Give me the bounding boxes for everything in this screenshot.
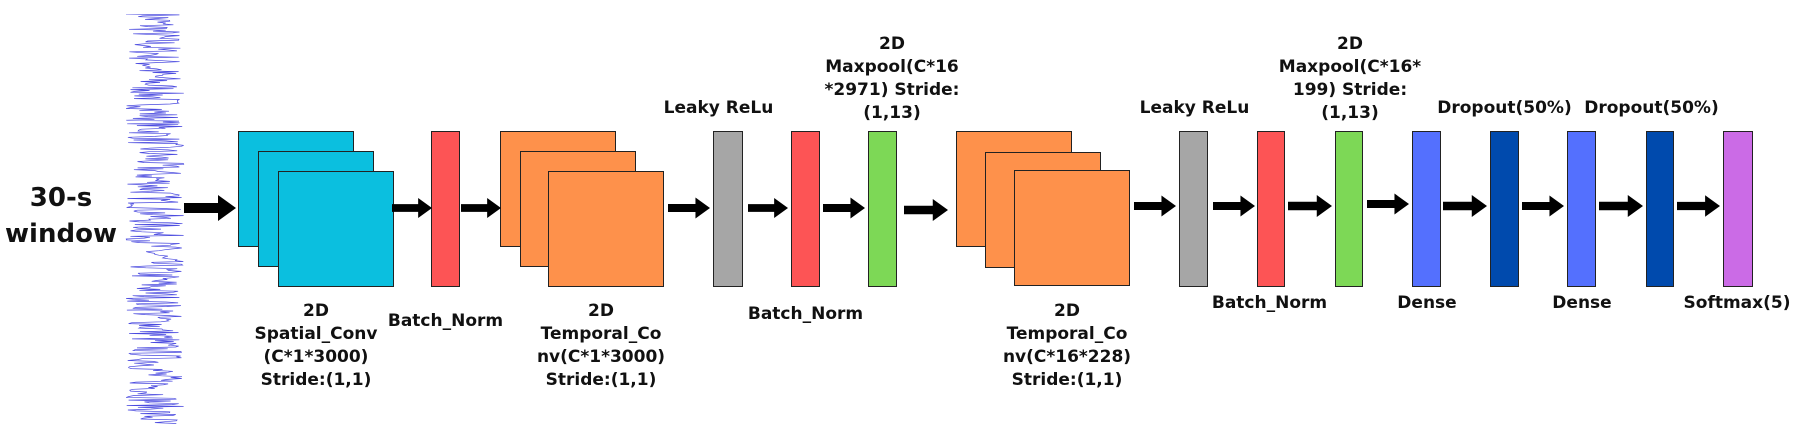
- arrow-right-icon: [904, 199, 948, 221]
- input-window-label: 30-s window: [5, 183, 117, 250]
- arrow-right-icon: [461, 198, 501, 218]
- dropout-layer-2: [1646, 131, 1674, 287]
- dropout-2-label: Dropout(50%): [1584, 98, 1719, 118]
- leaky-relu-2-label: Leaky ReLu: [1139, 98, 1250, 118]
- eeg-signal-path: [125, 14, 185, 424]
- softmax-layer: [1723, 131, 1753, 287]
- batch-norm-layer-1: [431, 131, 460, 287]
- arrow-right-icon: [1134, 195, 1176, 217]
- dropout-1-label: Dropout(50%): [1437, 98, 1572, 118]
- arrow-right-icon: [823, 197, 865, 219]
- arrow-right-icon: [1213, 195, 1255, 217]
- batch-norm-3-label: Batch_Norm: [1211, 293, 1328, 313]
- dense-layer-1: [1412, 131, 1441, 287]
- temporal-conv-1-label: 2D Temporal_Co nv(C*1*3000) Stride:(1,1): [536, 301, 666, 390]
- temporal-conv-1-block-front: [548, 171, 664, 287]
- spatial-conv-label: 2D Spatial_Conv (C*1*3000) Stride:(1,1): [254, 301, 378, 390]
- arrow-right-icon: [1677, 195, 1720, 217]
- batch-norm-layer-2: [791, 131, 820, 287]
- maxpool-2-label: 2D Maxpool(C*16* 199) Stride: (1,13): [1278, 34, 1422, 123]
- batch-norm-2-label: Batch_Norm: [747, 304, 864, 324]
- arrow-right-icon: [1522, 195, 1564, 217]
- arrow-right-icon: [1367, 193, 1409, 215]
- temporal-conv-2-label: 2D Temporal_Co nv(C*16*228) Stride:(1,1): [1002, 301, 1132, 390]
- maxpool-layer-2: [1335, 131, 1363, 287]
- arrow-right-icon: [748, 198, 788, 218]
- softmax-label: Softmax(5): [1683, 293, 1791, 313]
- arrow-right-icon: [392, 198, 432, 218]
- dropout-layer-1: [1490, 131, 1519, 287]
- arrow-right-icon: [184, 195, 236, 221]
- batch-norm-1-label: Batch_Norm: [387, 311, 504, 331]
- leaky-relu-layer-1: [713, 131, 743, 287]
- dense-1-label: Dense: [1397, 293, 1457, 313]
- maxpool-layer-1: [868, 131, 897, 287]
- leaky-relu-layer-2: [1179, 131, 1208, 287]
- spatial-conv-block-front: [278, 171, 394, 287]
- dense-layer-2: [1567, 131, 1596, 287]
- leaky-relu-1-label: Leaky ReLu: [663, 98, 774, 118]
- arrow-right-icon: [1288, 195, 1332, 217]
- arrow-right-icon: [1443, 195, 1487, 217]
- temporal-conv-2-block-front: [1014, 170, 1130, 286]
- eeg-signal-trace: [125, 14, 185, 424]
- arrow-right-icon: [668, 197, 710, 219]
- arrow-right-icon: [1599, 195, 1643, 217]
- maxpool-1-label: 2D Maxpool(C*16 *2971) Stride: (1,13): [824, 34, 960, 123]
- dense-2-label: Dense: [1552, 293, 1612, 313]
- batch-norm-layer-3: [1257, 131, 1285, 287]
